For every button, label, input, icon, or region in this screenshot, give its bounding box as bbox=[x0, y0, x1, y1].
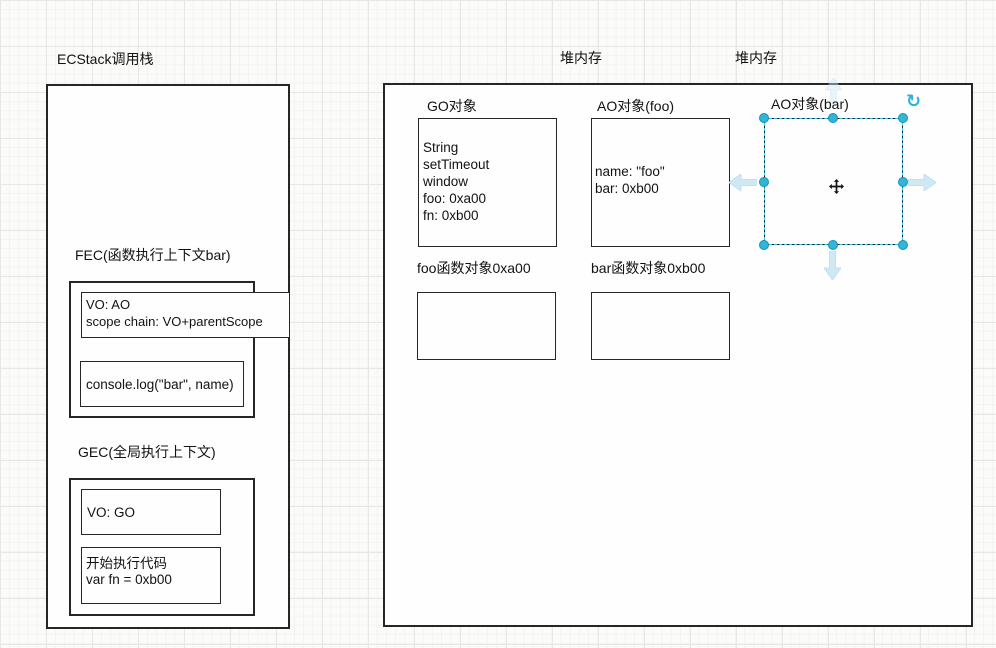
gec-code-line1: 开始执行代码 bbox=[86, 556, 167, 571]
resize-handle-ne[interactable] bbox=[898, 113, 908, 123]
ao-bar-label: AO对象(bar) bbox=[771, 96, 849, 112]
go-line: window bbox=[423, 174, 469, 189]
gec-vo-shape[interactable]: VO: GO bbox=[81, 489, 221, 535]
ao-foo-line1: name: "foo" bbox=[595, 164, 665, 179]
resize-handle-n[interactable] bbox=[828, 113, 838, 123]
move-icon[interactable] bbox=[829, 179, 844, 199]
heap-label-left: 堆内存 bbox=[560, 50, 602, 66]
ao-foo-label: AO对象(foo) bbox=[597, 98, 675, 114]
heap-label-right: 堆内存 bbox=[735, 50, 777, 66]
direction-arrow-down-icon[interactable] bbox=[823, 250, 842, 285]
direction-arrow-left-icon[interactable] bbox=[728, 173, 758, 196]
direction-arrow-right-icon[interactable] bbox=[907, 173, 937, 196]
foo-fn-label: foo函数对象0xa00 bbox=[417, 260, 531, 276]
direction-arrow-up-icon[interactable] bbox=[824, 77, 843, 110]
ao-foo-line2: bar: 0xb00 bbox=[595, 181, 659, 196]
fec-vo-line1: VO: AO bbox=[86, 297, 131, 312]
fec-vo-shape[interactable]: VO: AO scope chain: VO+parentScope bbox=[81, 292, 290, 338]
go-line: String bbox=[423, 140, 459, 155]
fec-vo-line2: scope chain: VO+parentScope bbox=[86, 313, 263, 329]
gec-code-shape[interactable]: 开始执行代码 var fn = 0xb00 bbox=[81, 547, 221, 604]
fec-code-line: console.log("bar", name) bbox=[86, 376, 234, 392]
gec-vo-line: VO: GO bbox=[87, 504, 136, 520]
go-line: setTimeout bbox=[423, 157, 490, 172]
resize-handle-se[interactable] bbox=[898, 240, 908, 250]
resize-handle-nw[interactable] bbox=[759, 113, 769, 123]
resize-handle-w[interactable] bbox=[759, 177, 769, 187]
go-line: fn: 0xb00 bbox=[423, 208, 479, 223]
go-object-shape[interactable]: String setTimeout window foo: 0xa00 fn: … bbox=[418, 118, 557, 247]
resize-handle-s[interactable] bbox=[828, 240, 838, 250]
ecstack-title: ECStack调用栈 bbox=[57, 51, 154, 67]
foo-fn-shape[interactable] bbox=[417, 292, 556, 360]
bar-fn-shape[interactable] bbox=[591, 292, 730, 360]
fec-label: FEC(函数执行上下文bar) bbox=[75, 247, 231, 263]
bar-fn-label: bar函数对象0xb00 bbox=[591, 260, 706, 276]
go-line: foo: 0xa00 bbox=[423, 191, 487, 206]
resize-handle-sw[interactable] bbox=[759, 240, 769, 250]
go-object-label: GO对象 bbox=[427, 98, 477, 114]
rotate-icon[interactable]: ↻ bbox=[906, 91, 922, 111]
fec-code-shape[interactable]: console.log("bar", name) bbox=[80, 361, 244, 407]
resize-handle-e[interactable] bbox=[898, 177, 908, 187]
gec-label: GEC(全局执行上下文) bbox=[78, 444, 216, 460]
ao-foo-shape[interactable]: name: "foo" bar: 0xb00 bbox=[591, 118, 730, 247]
gec-code-line2: var fn = 0xb00 bbox=[86, 572, 172, 587]
